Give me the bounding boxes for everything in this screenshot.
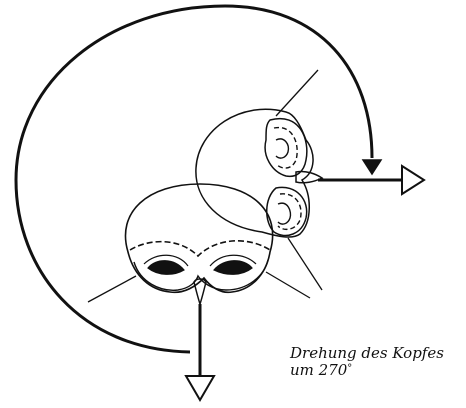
end-direction-arrowhead-icon [402, 166, 424, 194]
start-direction-arrowhead-icon [186, 376, 214, 400]
rotation-arrowhead-icon [363, 160, 381, 174]
rotated-lower-eye [278, 203, 291, 224]
rotated-upper-disc-dashes [274, 128, 297, 169]
front-head-outline [125, 184, 272, 292]
caption-line-1: Drehung des Kopfes [290, 344, 444, 362]
rotated-tuft-line-bottom [288, 238, 322, 290]
front-right-eye-icon [214, 261, 252, 275]
owl-head-rotated [196, 70, 322, 290]
front-facial-disc-dashes [130, 241, 270, 256]
rotated-tuft-line-top [276, 70, 318, 116]
rotated-upper-eye [276, 139, 288, 158]
caption-line-2: um 270° [290, 362, 460, 379]
owl-head-front [88, 184, 310, 304]
front-left-eye-icon [148, 261, 184, 275]
caption-angle-text: um 270 [290, 361, 347, 379]
front-tuft-line-left [88, 276, 136, 302]
degree-symbol: ° [347, 363, 352, 374]
rotation-caption: Drehung des Kopfes um 270° [290, 345, 460, 379]
front-tuft-line-right [266, 272, 310, 298]
